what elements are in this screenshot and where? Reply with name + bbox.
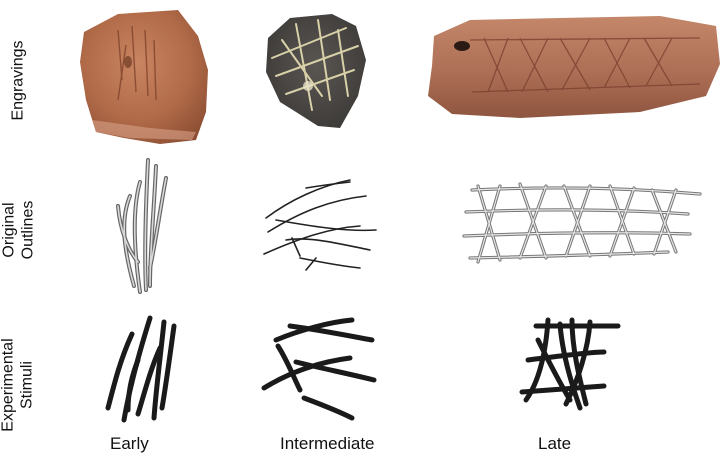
outline-intermediate [264,180,376,270]
outline-early [118,160,166,292]
stimulus-intermediate [264,320,374,418]
engraving-late-stone [428,16,720,118]
stimulus-late [522,320,618,408]
stimulus-early [108,318,174,420]
engraving-early-stone [80,10,208,144]
outline-late [464,184,700,262]
engraving-intermediate-stone [266,14,366,128]
